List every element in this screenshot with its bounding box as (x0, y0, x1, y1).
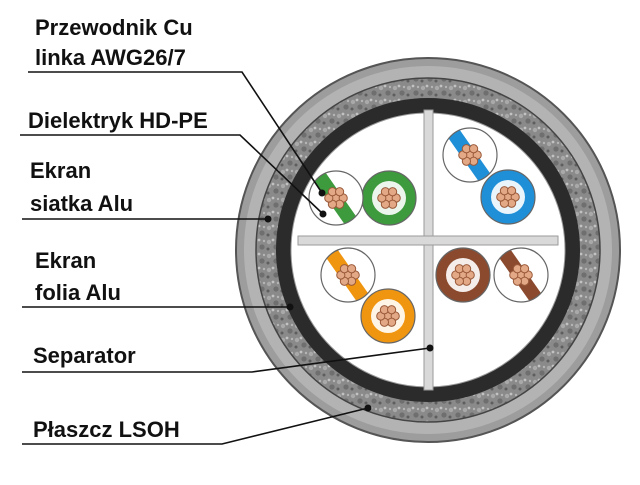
pair-brown (435, 247, 549, 304)
wire-blue-striped (442, 127, 498, 184)
cross-separator (297, 109, 559, 391)
pair-orange (320, 247, 416, 344)
twisted-pairs (308, 127, 549, 344)
label-braid-line1: Ekran (30, 158, 92, 183)
label-conductor-line2: linka AWG26/7 (35, 45, 186, 70)
leader-dielectric (20, 134, 324, 215)
wire-orange-solid (360, 288, 416, 344)
wire-brown-striped (493, 247, 549, 304)
wire-brown-solid (435, 247, 491, 303)
leader-separator (22, 347, 431, 373)
wire-green-striped (308, 170, 364, 227)
leader-lines (20, 71, 431, 445)
label-jacket: Płaszcz LSOH (33, 417, 180, 442)
label-conductor-line1: Przewodnik Cu (35, 15, 193, 40)
label-foil-line2: folia Alu (35, 280, 121, 305)
leader-conductor (28, 71, 323, 194)
label-foil-line1: Ekran (35, 248, 97, 273)
pair-blue (442, 127, 536, 225)
leader-jacket (22, 407, 369, 445)
label-separator: Separator (33, 343, 136, 368)
wire-green-solid (361, 170, 417, 226)
label-dielectric: Dielektryk HD-PE (28, 108, 208, 133)
leader-dots (264, 189, 434, 412)
wire-blue-solid (480, 169, 536, 225)
label-braid-line2: siatka Alu (30, 191, 134, 216)
wire-orange-striped (320, 247, 376, 304)
